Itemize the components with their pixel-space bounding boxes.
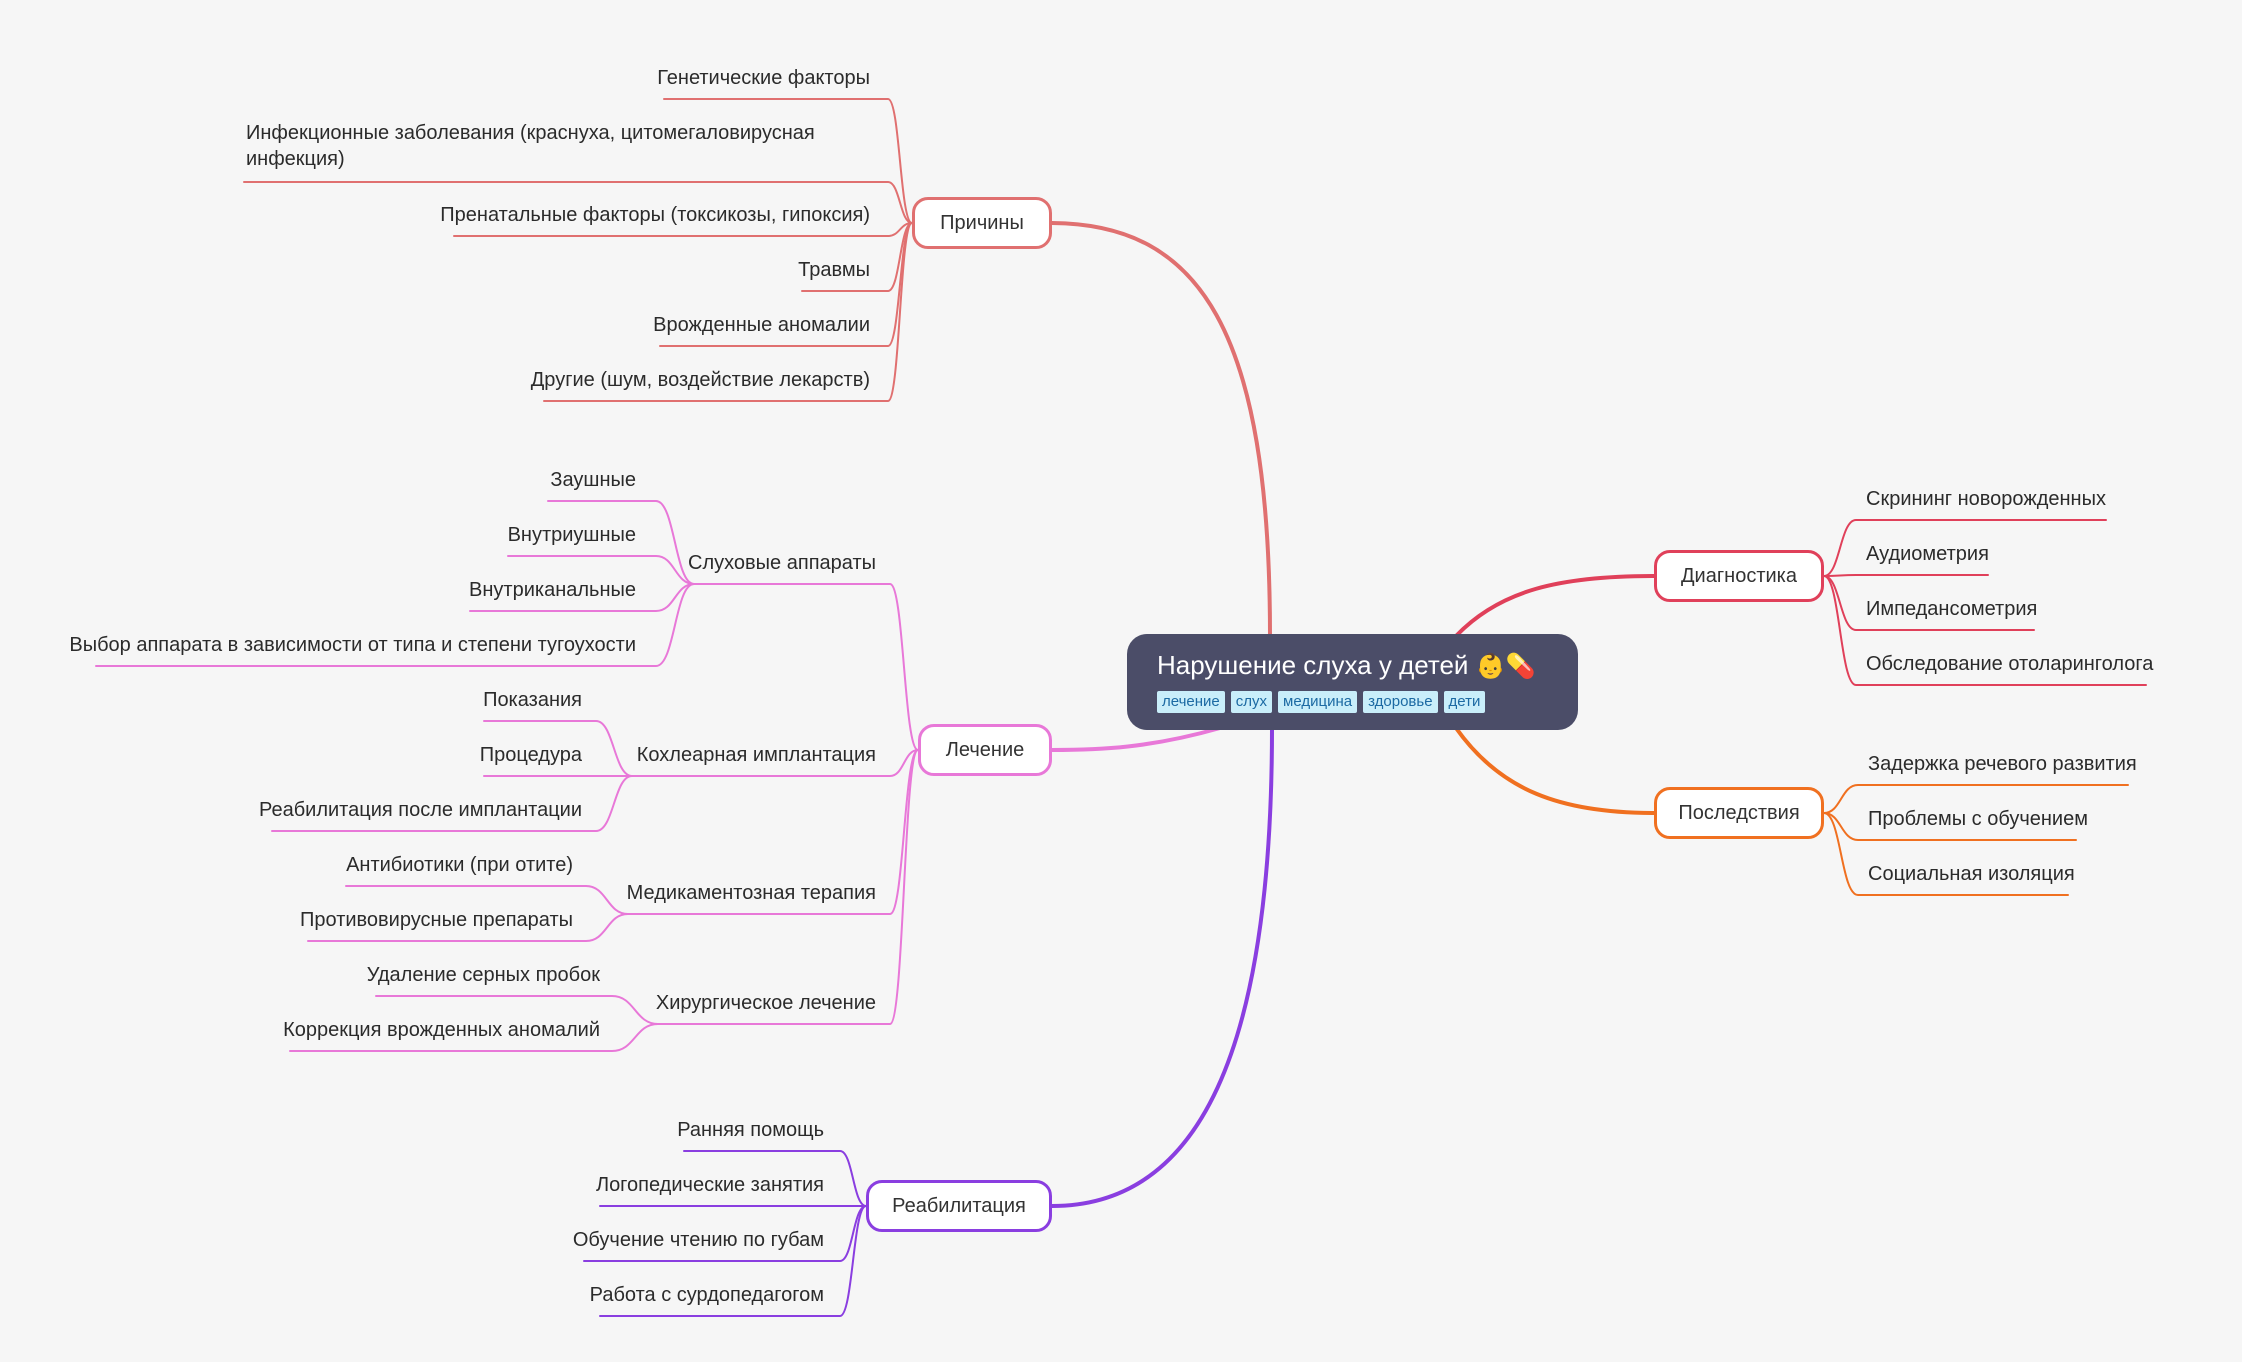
link-antiviral [307,913,629,942]
topic-treatment[interactable]: Лечение [918,724,1052,776]
leaf-social-isolation[interactable]: Социальная изоляция [1868,863,2075,885]
root-title: Нарушение слуха у детей 👶💊 [1157,648,1578,683]
baby-emoji-icon: 👶 [1475,652,1506,680]
link-indications [483,720,633,777]
root-title-text: Нарушение слуха у детей [1157,650,1469,680]
link-root-diagnostics [1454,574,1656,638]
tag-hearing[interactable]: слух [1230,691,1273,713]
link-speech-delay [1823,784,2129,814]
root-tags: лечение слух медицина здоровье дети [1157,691,1578,713]
root-topic[interactable]: Нарушение слуха у детей 👶💊 лечение слух … [1127,634,1578,730]
leaf-lip-reading[interactable]: Обучение чтению по губам [572,1229,824,1251]
link-isolation [1823,812,2069,896]
leaf-impedancemetry[interactable]: Импедансометрия [1866,598,2038,620]
link-deaf-teacher [599,1205,867,1317]
leaf-antiviral[interactable]: Противовирусные препараты [300,909,573,931]
leaf-early-help[interactable]: Ранняя помощь [677,1119,824,1141]
pill-emoji-icon: 💊 [1505,652,1536,680]
tag-medicine[interactable]: медицина [1278,691,1358,713]
link-in-ear [507,555,695,585]
subtopic-surgery[interactable]: Хирургическое лечение [655,992,876,1014]
link-prenatal [453,222,913,237]
link-drugs [627,749,919,915]
topic-rehabilitation[interactable]: Реабилитация [866,1180,1052,1232]
leaf-speech-therapy[interactable]: Логопедические занятия [595,1174,824,1196]
topic-consequences[interactable]: Последствия [1654,787,1824,839]
link-impedance [1823,575,2035,631]
leaf-procedure[interactable]: Процедура [479,744,582,766]
leaf-rehab-after-implant[interactable]: Реабилитация после имплантации [259,799,582,821]
link-root-consequences [1454,726,1656,815]
leaf-speech-delay[interactable]: Задержка речевого развития [1868,753,2137,775]
leaf-injuries[interactable]: Травмы [798,259,870,281]
link-root-causes [1050,221,1272,638]
subtopic-drug-therapy[interactable]: Медикаментозная терапия [626,882,876,904]
link-early-help [683,1150,867,1207]
leaf-newborn-screening[interactable]: Скрининг новорожденных [1866,488,2106,510]
link-antibiotics [345,885,629,915]
leaf-indications[interactable]: Показания [483,689,582,711]
leaf-in-ear[interactable]: Внутриушные [507,524,636,546]
link-screening [1823,519,2107,577]
link-cochlear [631,749,919,777]
leaf-in-canal[interactable]: Внутриканальные [469,579,636,601]
leaf-antibiotics[interactable]: Антибиотики (при отите) [346,854,573,876]
leaf-other-causes[interactable]: Другие (шум, воздействие лекарств) [530,369,870,391]
leaf-anomaly-correction[interactable]: Коррекция врожденных аномалий [283,1019,600,1041]
link-surgery [657,749,919,1025]
link-behind-ear [547,500,695,585]
link-rehab-implant [271,775,633,832]
link-genetic [663,98,913,224]
leaf-genetic-factors[interactable]: Генетические факторы [657,67,870,89]
tag-children[interactable]: дети [1443,691,1486,713]
link-hearing-aids [693,583,919,751]
link-earwax [375,995,659,1025]
tag-health[interactable]: здоровье [1363,691,1438,713]
leaf-aid-choice[interactable]: Выбор аппарата в зависимости от типа и с… [69,634,636,656]
leaf-deaf-teacher[interactable]: Работа с сурдопедагогом [589,1284,824,1306]
subtopic-hearing-aids[interactable]: Слуховые аппараты [688,552,876,574]
subtopic-cochlear-implant[interactable]: Кохлеарная имплантация [636,744,876,766]
link-ent [1823,575,2147,686]
leaf-infectious-diseases[interactable]: Инфекционные заболевания (краснуха, цито… [246,122,815,170]
leaf-behind-ear[interactable]: Заушные [550,469,636,491]
link-learning [1823,812,2077,841]
tag-treatment[interactable]: лечение [1157,691,1225,713]
link-other [543,222,913,402]
leaf-earwax-removal[interactable]: Удаление серных пробок [366,964,600,986]
link-anomaly-fix [289,1023,659,1052]
topic-diagnostics[interactable]: Диагностика [1654,550,1824,602]
leaf-congenital-anomalies[interactable]: Врожденные аномалии [653,314,870,336]
link-infectious [243,181,913,224]
topic-causes[interactable]: Причины [912,197,1052,249]
leaf-learning-problems[interactable]: Проблемы с обучением [1868,808,2088,830]
leaf-prenatal-factors[interactable]: Пренатальные факторы (токсикозы, гипокси… [440,204,870,226]
link-lip-reading [583,1205,867,1262]
link-in-canal [469,583,695,612]
link-aid-choice [95,583,695,667]
leaf-audiometry[interactable]: Аудиометрия [1866,543,1989,565]
link-root-rehab [1050,726,1274,1208]
link-root-treatment [1050,726,1222,752]
link-audiometry [1823,574,1989,577]
leaf-ent-exam[interactable]: Обследование отоларинголога [1866,653,2154,675]
